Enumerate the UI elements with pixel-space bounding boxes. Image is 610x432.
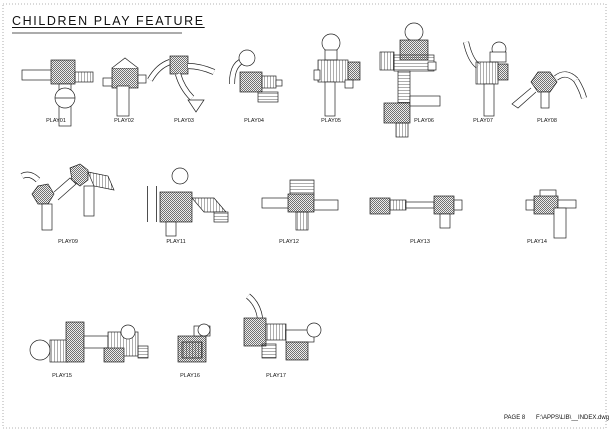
- play04-drawing: [229, 49, 283, 103]
- play02-drawing: [102, 57, 147, 117]
- play13-drawing: [369, 195, 463, 229]
- play05-drawing: [313, 33, 361, 117]
- play14-drawing: [525, 189, 577, 239]
- feature-label: PLAY07: [473, 118, 493, 124]
- play09-drawing: [20, 163, 115, 231]
- play16-drawing: [177, 323, 211, 363]
- sheet-title: CHILDREN PLAY FEATURE: [12, 14, 205, 28]
- feature-label: PLAY16: [180, 373, 200, 379]
- play08-drawing: [511, 71, 587, 109]
- feature-label: PLAY08: [537, 118, 557, 124]
- play12-drawing: [261, 179, 339, 231]
- feature-label: PLAY12: [279, 239, 299, 245]
- file-path: F:\APPS\LIB\__INDEX.dwg: [536, 415, 610, 421]
- feature-label: PLAY14: [527, 239, 547, 245]
- page-label: PAGE 8: [504, 415, 526, 421]
- play03-drawing: [147, 55, 216, 113]
- play06-drawing: [379, 22, 441, 138]
- sheet-border: [2, 3, 607, 429]
- feature-label: PLAY04: [244, 118, 264, 124]
- play15-drawing: [29, 321, 149, 363]
- feature-label: PLAY13: [410, 239, 430, 245]
- feature-label: PLAY09: [58, 239, 78, 245]
- play01-drawing: [21, 59, 94, 127]
- feature-label: PLAY15: [52, 373, 72, 379]
- play11-drawing: [147, 167, 229, 237]
- feature-label: PLAY17: [266, 373, 286, 379]
- feature-label: PLAY06: [414, 118, 434, 124]
- play17-drawing: [243, 293, 322, 361]
- feature-label: PLAY01: [46, 118, 66, 124]
- feature-label: PLAY05: [321, 118, 341, 124]
- feature-label: PLAY02: [114, 118, 134, 124]
- feature-label: PLAY03: [174, 118, 194, 124]
- play07-drawing: [463, 41, 509, 117]
- feature-label: PLAY11: [166, 239, 185, 245]
